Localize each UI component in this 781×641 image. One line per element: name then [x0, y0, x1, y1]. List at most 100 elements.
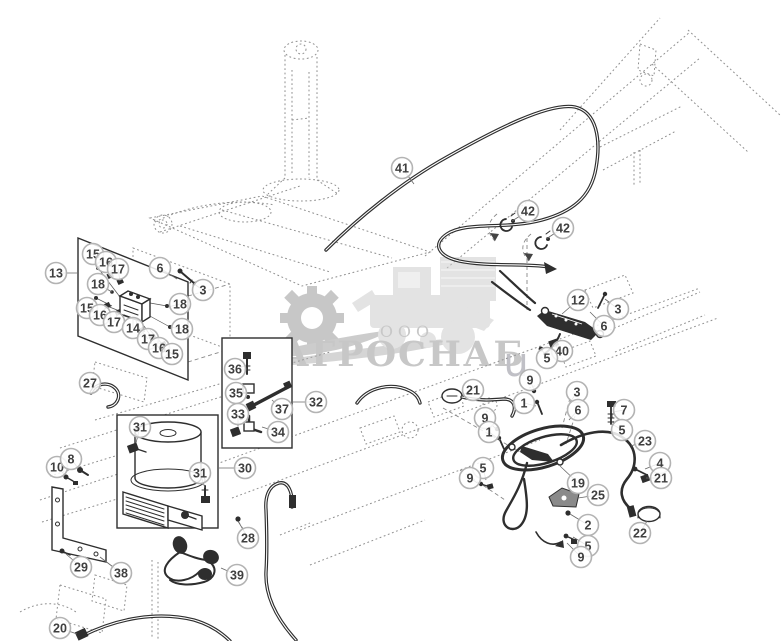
svg-text:9: 9: [578, 551, 585, 565]
svg-text:12: 12: [571, 294, 585, 308]
bolt-1-top: [534, 399, 543, 415]
hose-23: [559, 430, 637, 518]
svg-text:42: 42: [556, 222, 570, 236]
callout-8: 8: [59, 447, 83, 471]
callout-6: 6: [148, 256, 172, 280]
svg-text:20: 20: [53, 622, 67, 636]
svg-text:6: 6: [575, 404, 582, 418]
callout-41: 41: [390, 156, 414, 180]
callout-1: 1: [512, 391, 536, 415]
svg-text:35: 35: [229, 387, 243, 401]
callout-29: 29: [69, 555, 93, 579]
svg-text:9: 9: [527, 374, 534, 388]
bolt-29: [59, 548, 71, 556]
callout-37: 37: [270, 397, 294, 421]
svg-text:31: 31: [193, 467, 207, 481]
callout-9: 9: [518, 368, 542, 392]
svg-text:4: 4: [657, 457, 664, 471]
callout-34: 34: [266, 420, 290, 444]
watermark-harvester-icon: [352, 257, 496, 354]
svg-text:27: 27: [83, 377, 97, 391]
svg-text:14: 14: [126, 322, 140, 336]
hose-20: [74, 614, 232, 641]
svg-text:3: 3: [615, 303, 622, 317]
callout-12: 12: [566, 288, 590, 312]
svg-text:21: 21: [654, 472, 668, 486]
callout-3: 3: [191, 278, 215, 302]
svg-text:3: 3: [574, 386, 581, 400]
fitting-5-9-bottom: [563, 533, 577, 544]
wiring-harness-39: [163, 536, 219, 586]
clamp-42-right: [534, 230, 551, 250]
grommet-28: [235, 516, 241, 522]
svg-text:25: 25: [591, 489, 605, 503]
svg-text:15: 15: [165, 348, 179, 362]
svg-text:6: 6: [601, 320, 608, 334]
bolt-3-right: [597, 291, 608, 309]
fitting-31-right: [201, 485, 210, 503]
callout-42: 42: [516, 199, 540, 223]
callout-33: 33: [226, 402, 250, 426]
fitting-31-left: [126, 442, 147, 454]
callout-15: 15: [160, 342, 184, 366]
callout-25: 25: [586, 483, 610, 507]
callout-6: 6: [592, 314, 616, 338]
fitting-4-21: [632, 466, 651, 484]
bolt-2: [565, 510, 571, 516]
callout-1: 1: [477, 420, 501, 444]
svg-text:2: 2: [585, 519, 592, 533]
watermark-gear-icon: [280, 286, 344, 350]
svg-text:18: 18: [175, 323, 189, 337]
bolt-7: [607, 401, 616, 425]
callout-9: 9: [458, 466, 482, 490]
svg-text:39: 39: [230, 569, 244, 583]
svg-text:5: 5: [480, 462, 487, 476]
callout-39: 39: [225, 563, 249, 587]
callout-5: 5: [535, 346, 559, 370]
svg-text:41: 41: [395, 162, 409, 176]
callout-35: 35: [224, 381, 248, 405]
svg-text:18: 18: [173, 298, 187, 312]
callout-19: 19: [566, 471, 590, 495]
clamp-21-oval: [441, 388, 463, 404]
callout-18: 18: [86, 272, 110, 296]
svg-text:23: 23: [638, 435, 652, 449]
svg-text:6: 6: [157, 262, 164, 276]
svg-text:1: 1: [521, 397, 528, 411]
svg-text:36: 36: [228, 363, 242, 377]
callout-28: 28: [236, 526, 260, 550]
svg-text:18: 18: [91, 278, 105, 292]
svg-text:17: 17: [111, 263, 125, 277]
svg-text:9: 9: [482, 412, 489, 426]
bolt-8: [77, 467, 89, 476]
hose-dryer-loop: [264, 481, 298, 641]
bolt-10: [63, 474, 78, 485]
svg-text:42: 42: [521, 205, 535, 219]
svg-text:3: 3: [200, 284, 207, 298]
callout-22: 22: [628, 521, 652, 545]
svg-text:22: 22: [633, 527, 647, 541]
svg-text:8: 8: [68, 453, 75, 467]
callout-32: 32: [304, 390, 328, 414]
callout-13: 13: [44, 261, 68, 285]
callout-6: 6: [566, 398, 590, 422]
svg-text:34: 34: [271, 426, 285, 440]
callout-36: 36: [223, 357, 247, 381]
callout-21: 21: [461, 378, 485, 402]
callout-5: 5: [610, 418, 634, 442]
cap-22: [637, 505, 661, 523]
svg-text:19: 19: [571, 477, 585, 491]
hose-arc-frame: [355, 384, 422, 405]
svg-text:29: 29: [74, 561, 88, 575]
guard-plate-25: [548, 487, 580, 508]
svg-text:21: 21: [466, 384, 480, 398]
callout-3: 3: [606, 297, 630, 321]
callout-31: 31: [188, 461, 212, 485]
callout-27: 27: [78, 371, 102, 395]
assembly-arrowheads: [490, 233, 533, 261]
callout-9: 9: [569, 545, 593, 569]
svg-text:40: 40: [555, 345, 569, 359]
callout-31: 31: [128, 415, 152, 439]
